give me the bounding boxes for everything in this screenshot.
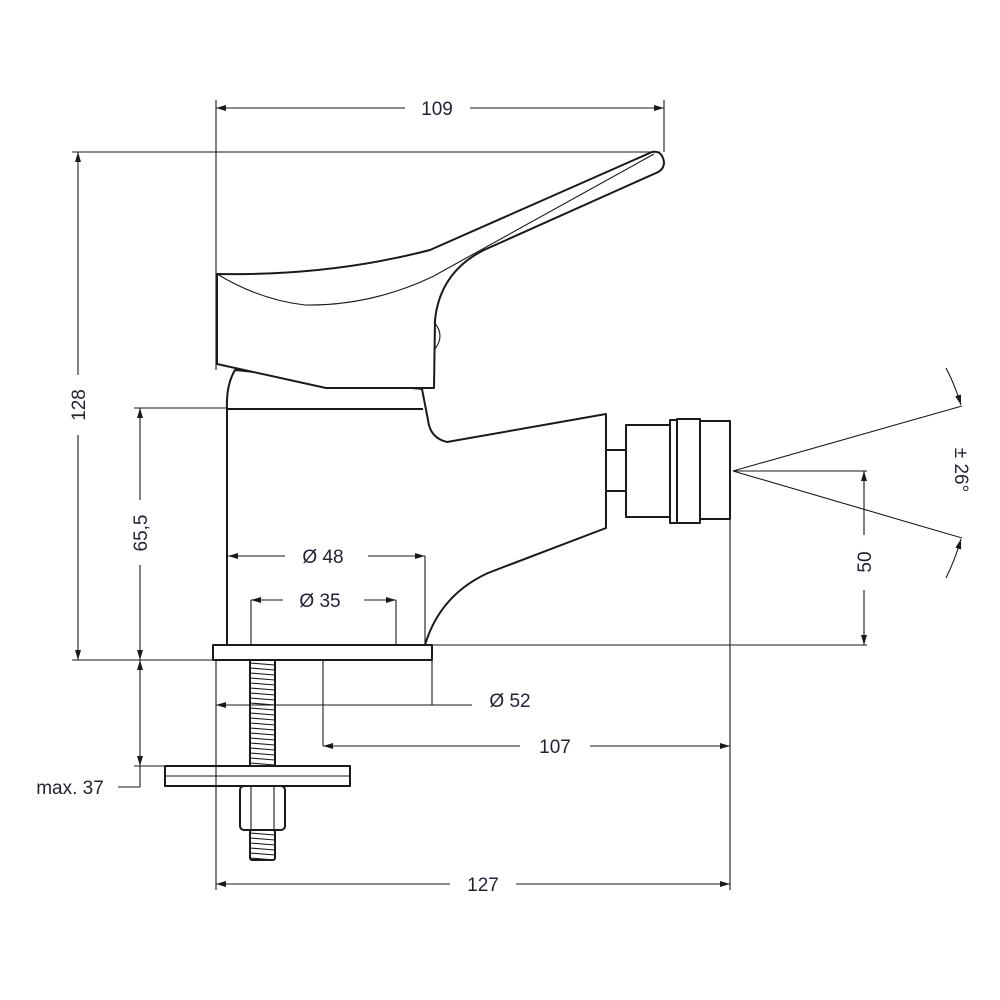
dimension-diameter-48: Ø 48 xyxy=(228,547,426,645)
dim-50-label: 50 xyxy=(855,551,876,572)
thread-line xyxy=(249,697,276,701)
thread-line xyxy=(249,712,276,716)
dim-diameter-48-label: Ø 48 xyxy=(302,547,343,568)
base-plate xyxy=(212,644,433,661)
dimension-107: 107 xyxy=(322,519,731,890)
thread-line xyxy=(249,727,276,731)
thread-line xyxy=(249,842,276,846)
dim-128-label: 128 xyxy=(69,389,90,421)
thread-line xyxy=(249,752,276,756)
thread-line xyxy=(249,837,276,841)
faucet-handle xyxy=(216,150,665,389)
dim-diameter-35-label: Ø 35 xyxy=(299,591,340,612)
thread-line xyxy=(249,672,276,676)
dimension-128: 128 xyxy=(69,151,660,661)
nozzle xyxy=(605,418,731,524)
thread-line xyxy=(249,667,276,671)
dimension-50: 50 xyxy=(432,470,876,646)
thread-line xyxy=(249,722,276,726)
dimension-65-5: 65,5 xyxy=(131,407,227,660)
thread-line xyxy=(249,677,276,681)
dim-65-5-label: 65,5 xyxy=(131,515,152,552)
thread-line xyxy=(249,692,276,696)
dimension-127: 127 xyxy=(216,875,730,896)
thread-line xyxy=(249,747,276,751)
thread-line xyxy=(249,682,276,686)
thread-line xyxy=(249,717,276,721)
dimension-angle-26: ± 26° xyxy=(732,367,971,579)
dimension-diameter-35: Ø 35 xyxy=(250,591,397,645)
thread-line xyxy=(249,732,276,736)
thread-line xyxy=(249,762,276,766)
thread-line xyxy=(249,757,276,761)
dim-max-37-label: max. 37 xyxy=(36,778,104,799)
thread-line xyxy=(249,742,276,746)
dimension-diameter-52: Ø 52 xyxy=(215,660,531,890)
dim-angle-label: ± 26° xyxy=(950,448,971,492)
thread-line xyxy=(249,832,276,836)
dim-109-label: 109 xyxy=(421,99,453,120)
dimension-109: 109 xyxy=(215,99,665,370)
faucet-body xyxy=(225,369,607,646)
dimension-max-37: max. 37 xyxy=(36,660,165,799)
mounting-bolt xyxy=(164,659,351,861)
thread-line xyxy=(249,662,276,666)
dim-diameter-52-label: Ø 52 xyxy=(489,691,530,712)
thread-line xyxy=(249,847,276,851)
thread-line xyxy=(249,707,276,711)
thread-line xyxy=(249,687,276,691)
thread-line xyxy=(249,857,276,861)
thread-line xyxy=(249,852,276,856)
dim-107-label: 107 xyxy=(539,737,571,758)
thread-line xyxy=(249,737,276,741)
dim-127-label: 127 xyxy=(467,875,499,896)
